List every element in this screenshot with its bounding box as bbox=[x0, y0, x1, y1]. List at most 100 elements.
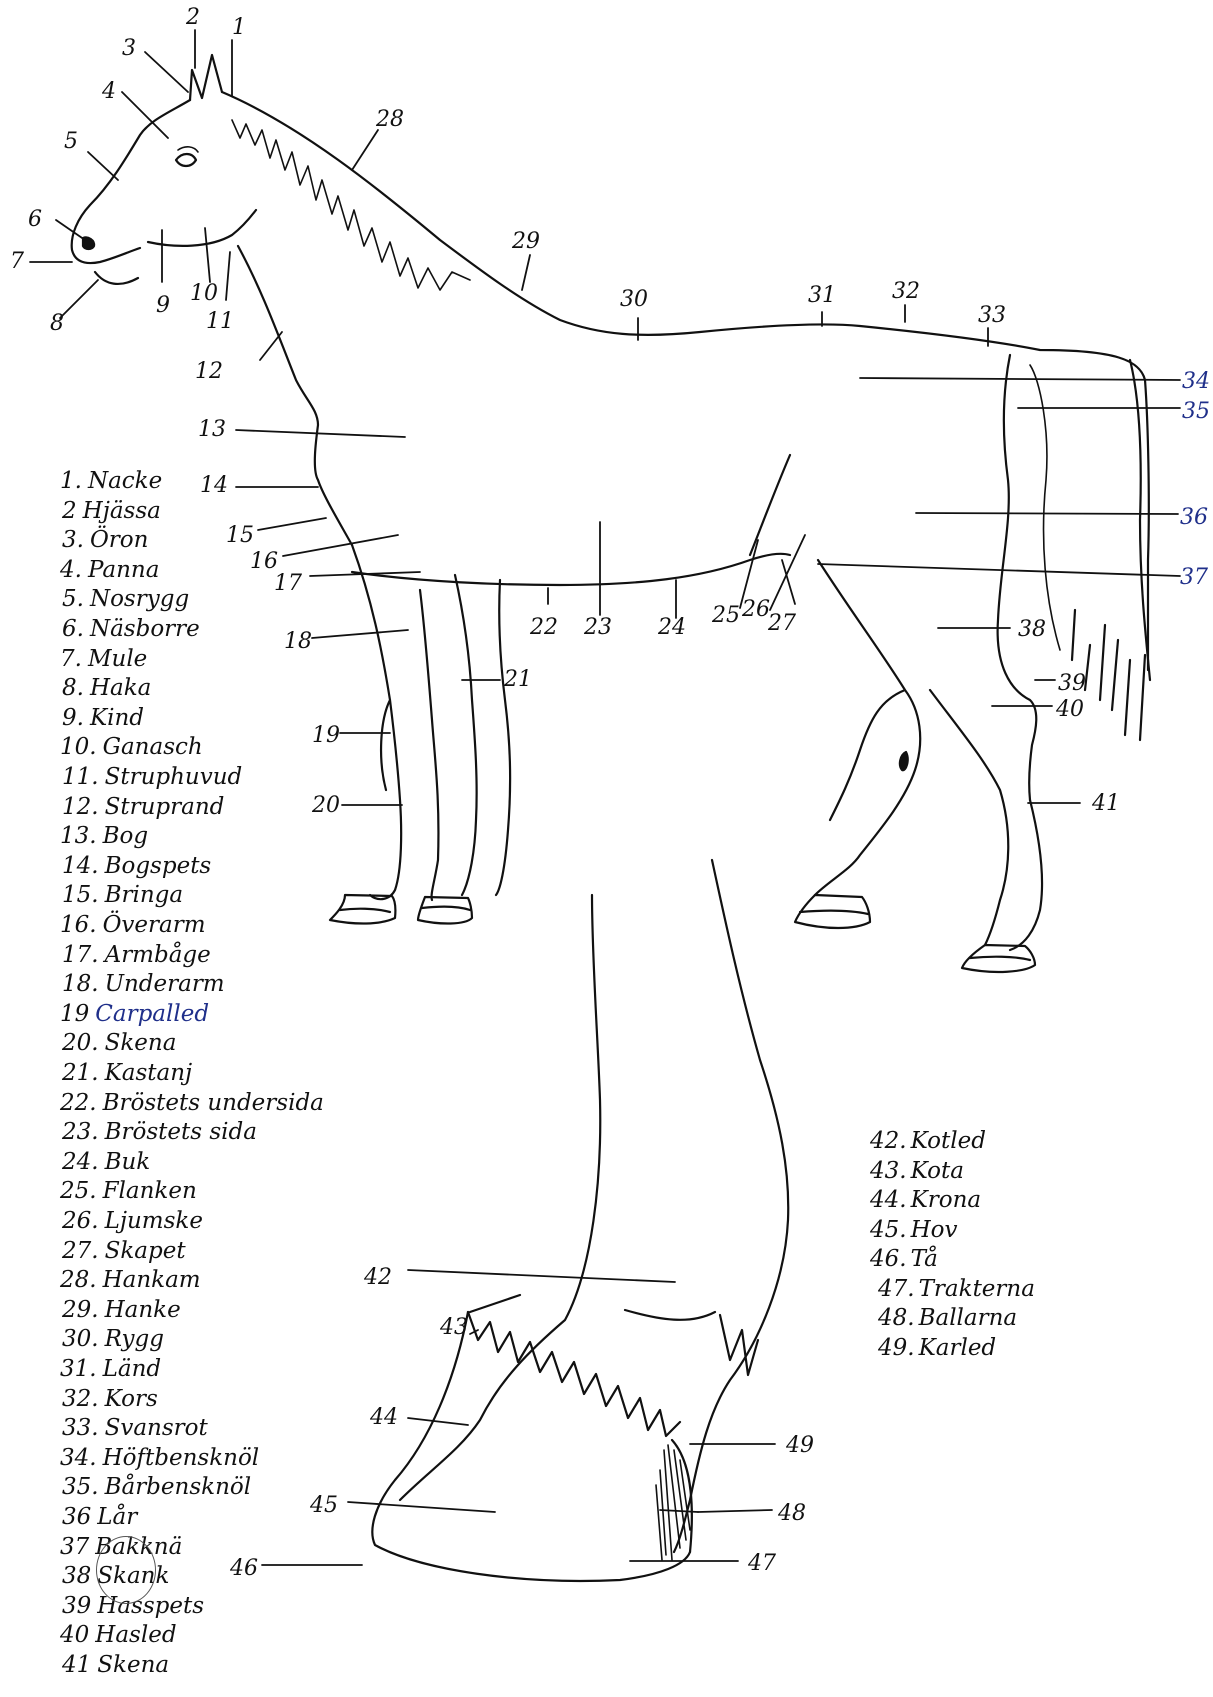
legend-term: Kastanj bbox=[105, 1060, 193, 1086]
callout-47: 47 bbox=[747, 1551, 776, 1576]
legend-number: 22. bbox=[60, 1090, 97, 1116]
legend-term: Skena bbox=[105, 1030, 177, 1056]
legend-term: Ljumske bbox=[105, 1208, 203, 1234]
horse-chestnut-hind bbox=[900, 752, 908, 770]
legend-item: 10.Ganasch bbox=[60, 736, 203, 759]
legend-number: 7. bbox=[60, 646, 82, 672]
legend-item: 9.Kind bbox=[62, 707, 144, 730]
legend-item: 3.Öron bbox=[62, 529, 148, 552]
legend-term: Bårbensknöl bbox=[105, 1474, 252, 1500]
legend-item: 24.Buk bbox=[62, 1151, 150, 1174]
legend-number: 48. bbox=[878, 1305, 915, 1331]
hoof-ergot bbox=[625, 1310, 758, 1375]
callout-20: 20 bbox=[311, 793, 340, 818]
legend-term: Lår bbox=[97, 1504, 137, 1530]
callout-12: 12 bbox=[195, 359, 223, 384]
legend-item: 25.Flanken bbox=[60, 1180, 197, 1203]
legend-term: Underarm bbox=[105, 971, 225, 997]
legend-item: 23.Bröstets sida bbox=[62, 1121, 257, 1144]
legend-term: Ballarna bbox=[919, 1305, 1018, 1331]
legend-item: 45.Hov bbox=[870, 1219, 957, 1242]
legend-term: Nosrygg bbox=[90, 586, 189, 612]
legend-number: 8. bbox=[62, 675, 84, 701]
horse-hindquarter bbox=[998, 355, 1037, 800]
callout-24: 24 bbox=[657, 615, 686, 640]
legend-item: 19Carpalled bbox=[60, 1003, 209, 1026]
callout-26: 26 bbox=[741, 597, 770, 622]
callout-40: 40 bbox=[1055, 697, 1084, 722]
legend-number: 29. bbox=[62, 1297, 99, 1323]
legend-item: 48.Ballarna bbox=[878, 1307, 1017, 1330]
legend-number: 1. bbox=[60, 468, 82, 494]
callout-23: 23 bbox=[583, 615, 612, 640]
callout-7: 7 bbox=[10, 249, 24, 274]
legend-number: 38 bbox=[62, 1563, 91, 1589]
callout-4: 4 bbox=[101, 79, 116, 104]
legend-term: Kors bbox=[105, 1386, 158, 1412]
horse-foreleg-far bbox=[455, 575, 510, 895]
callout-45: 45 bbox=[309, 1493, 338, 1518]
legend-number: 30. bbox=[62, 1326, 99, 1352]
horse-eye bbox=[176, 154, 196, 166]
callout-37: 37 bbox=[1180, 565, 1208, 590]
horse-foreleg-near bbox=[352, 545, 401, 899]
legend-number: 12. bbox=[62, 794, 99, 820]
legend-number: 24. bbox=[62, 1149, 99, 1175]
callout-36: 36 bbox=[1180, 505, 1208, 530]
horse-hindhoof-near bbox=[795, 895, 870, 928]
callout-2: 2 bbox=[185, 5, 200, 30]
callout-43: 43 bbox=[439, 1315, 468, 1340]
callout-38: 38 bbox=[1018, 617, 1046, 642]
legend-item: 6.Näsborre bbox=[62, 618, 200, 641]
hoof-closeup bbox=[372, 860, 788, 1581]
legend-item: 29.Hanke bbox=[62, 1299, 181, 1322]
legend-number: 18. bbox=[62, 971, 99, 997]
legend-number: 4. bbox=[60, 557, 82, 583]
callout-17: 17 bbox=[274, 571, 302, 596]
legend-number: 41 bbox=[62, 1652, 91, 1678]
legend-item: 22.Bröstets undersida bbox=[60, 1092, 324, 1115]
legend-number: 46. bbox=[870, 1246, 907, 1272]
legend-item: 12.Struprand bbox=[62, 796, 224, 819]
legend-number: 34. bbox=[60, 1445, 97, 1471]
callout-49: 49 bbox=[785, 1433, 814, 1458]
legend-number: 39 bbox=[62, 1593, 91, 1619]
legend-item: 27.Skapet bbox=[62, 1240, 186, 1263]
legend-number: 13. bbox=[60, 823, 97, 849]
legend-term: Svansrot bbox=[105, 1415, 208, 1441]
callout-3: 3 bbox=[122, 36, 136, 61]
legend-item: 43.Kota bbox=[870, 1160, 964, 1183]
legend-number: 9. bbox=[62, 705, 84, 731]
legend-term: Kotled bbox=[911, 1128, 986, 1154]
legend-term: Struphuvud bbox=[105, 764, 243, 790]
legend-item: 42.Kotled bbox=[870, 1130, 986, 1153]
legend-item: 26.Ljumske bbox=[62, 1210, 203, 1233]
horse-hindhoof-far bbox=[962, 945, 1035, 972]
legend-number: 16. bbox=[60, 912, 97, 938]
legend-item: 4.Panna bbox=[60, 559, 159, 582]
legend-term: Mule bbox=[88, 646, 147, 672]
callout-41: 41 bbox=[1091, 791, 1120, 816]
legend-term: Öron bbox=[90, 527, 149, 553]
callout-44: 44 bbox=[369, 1405, 398, 1430]
legend-number: 6. bbox=[62, 616, 84, 642]
callout-31: 31 bbox=[808, 283, 836, 308]
callout-6: 6 bbox=[28, 207, 42, 232]
legend-number: 15. bbox=[62, 882, 99, 908]
callout-1: 1 bbox=[232, 15, 246, 40]
legend-term: Hov bbox=[911, 1217, 958, 1243]
callout-22: 22 bbox=[529, 615, 558, 640]
legend-item: 8.Haka bbox=[62, 677, 151, 700]
callout-13: 13 bbox=[198, 417, 226, 442]
legend-item: 34.Höftbensknöl bbox=[60, 1447, 259, 1470]
legend-number: 40 bbox=[60, 1622, 89, 1648]
legend-term: Armbåge bbox=[105, 942, 211, 968]
legend-number: 47. bbox=[878, 1276, 915, 1302]
callout-27: 27 bbox=[767, 611, 796, 636]
legend-number: 33. bbox=[62, 1415, 99, 1441]
legend-number: 28. bbox=[60, 1267, 97, 1293]
